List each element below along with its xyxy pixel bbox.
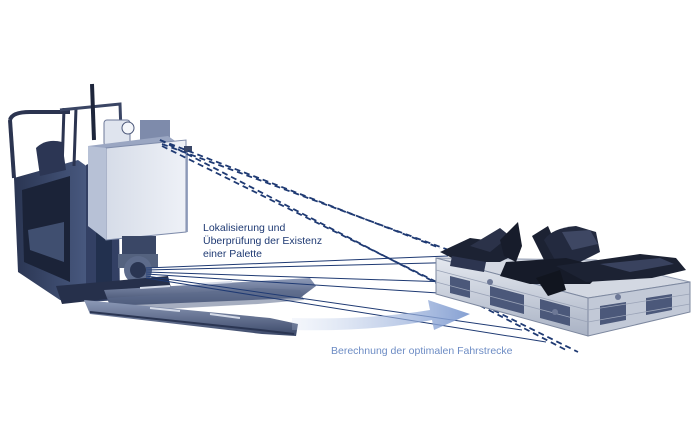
forklift-agv-icon [8, 83, 316, 336]
workpieces-on-pallet [440, 222, 686, 296]
localization-line-2: Überprüfung der Existenz [203, 235, 322, 248]
pallet-text: einer Palette [203, 248, 262, 260]
localization-conjunction: und [264, 222, 286, 234]
route-arrow [292, 300, 470, 331]
verification-term: Überprüfung [203, 235, 262, 247]
localization-term: Lokalisierung [203, 222, 265, 234]
localization-line-1: Lokalisierung und [203, 222, 322, 235]
sensor-box-icon [88, 136, 192, 241]
existence-text: der Existenz [261, 235, 323, 247]
route-caption: Berechnung der optimalen Fahrstrecke [331, 345, 513, 357]
sensor-beams [145, 139, 579, 353]
localization-caption: Lokalisierung und Überprüfung der Existe… [203, 222, 322, 261]
localization-line-3: einer Palette [203, 248, 322, 261]
